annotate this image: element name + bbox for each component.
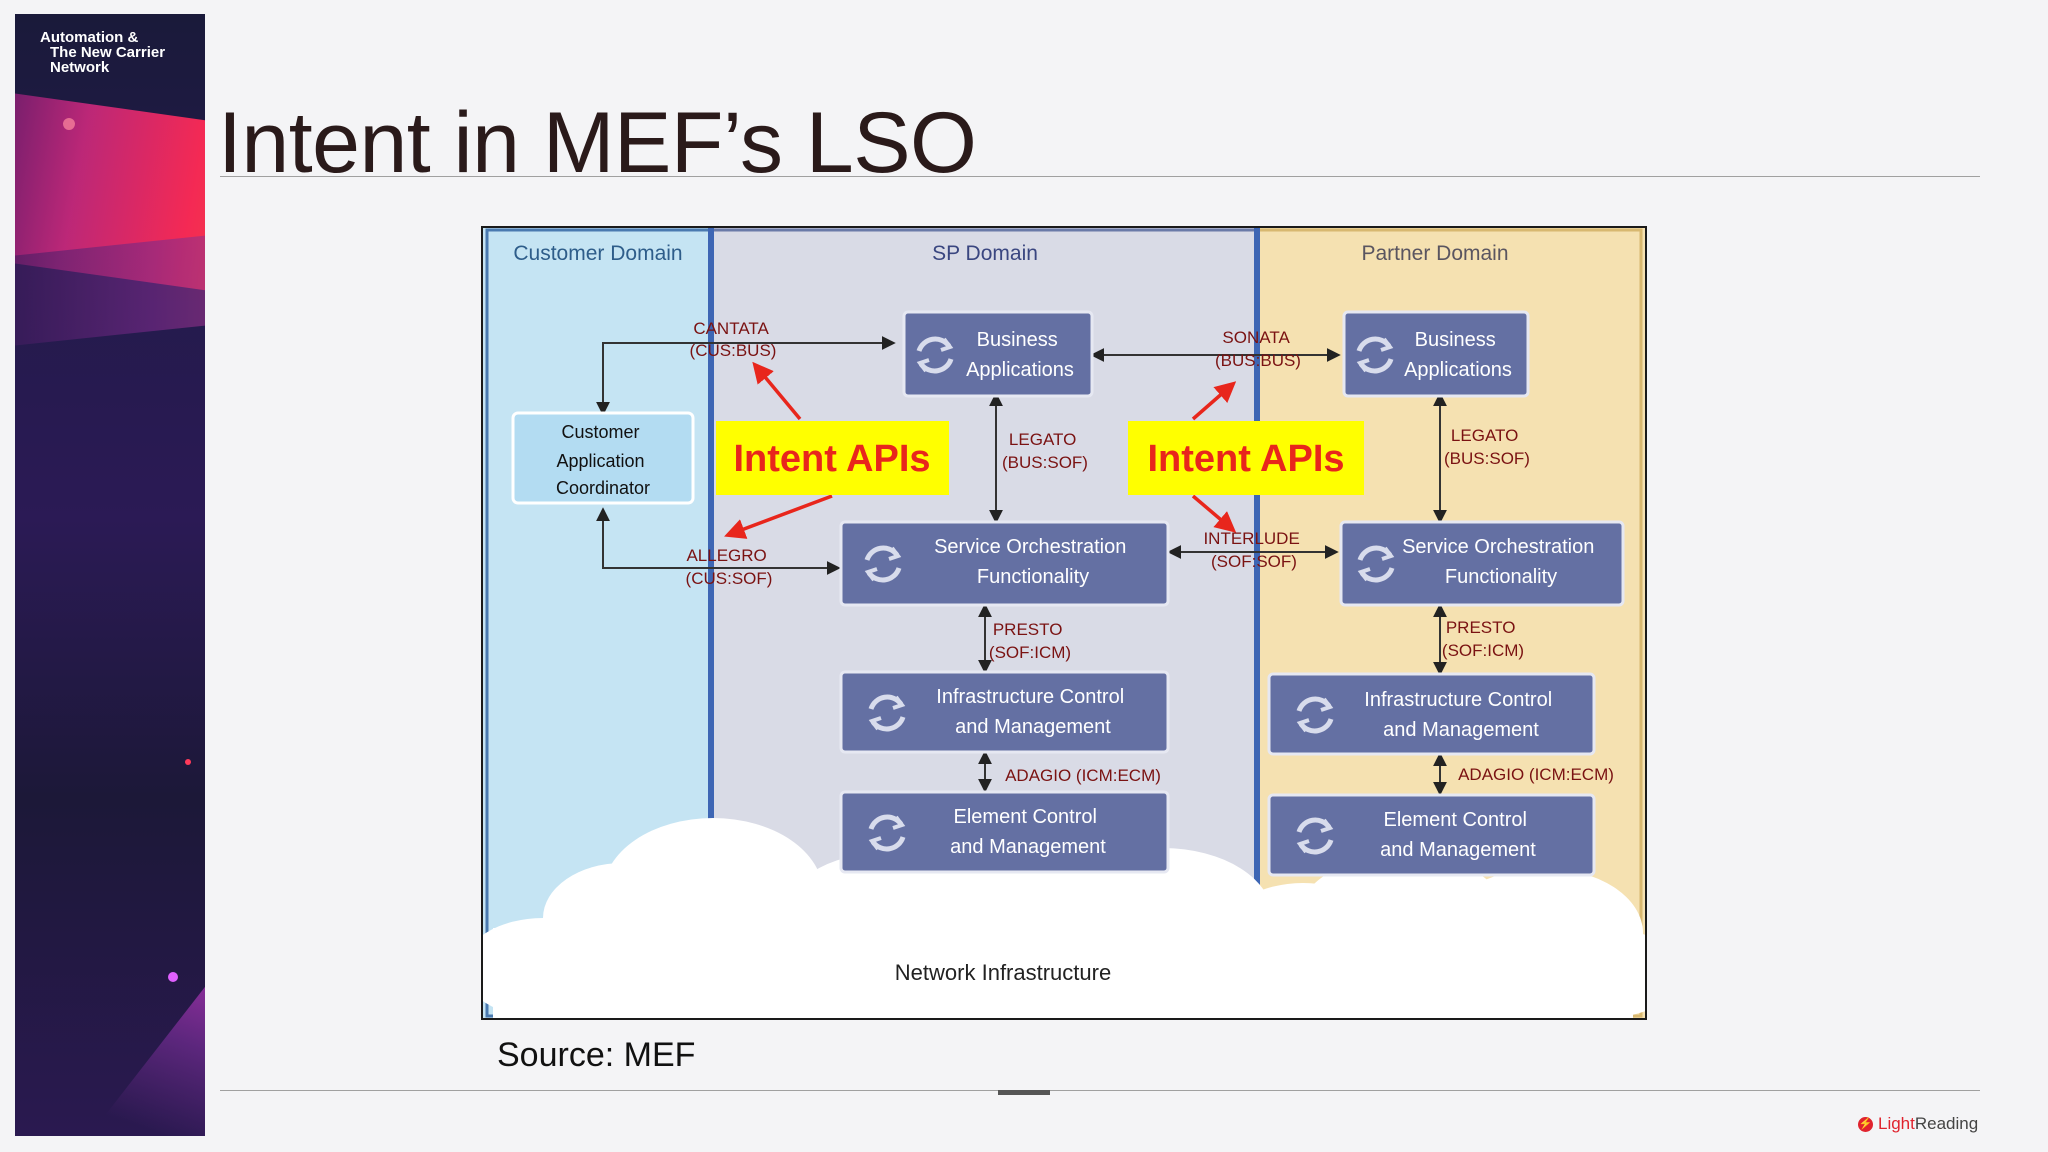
sidebar-light-beam <box>75 974 205 1136</box>
lightreading-logo: ⚡ LightReading <box>1858 1114 1978 1134</box>
customer-sp-boundary <box>708 228 714 928</box>
sonata-label: SONATA (BUS:BUS) <box>1215 328 1301 370</box>
interlude-label: INTERLUDE (SOF:SOF) <box>1203 529 1304 571</box>
partner-domain-title: Partner Domain <box>1361 242 1508 265</box>
sp-partner-boundary <box>1254 228 1260 908</box>
title-divider <box>220 176 1980 177</box>
intent-apis-partner: Intent APIs <box>1128 421 1364 495</box>
event-title-line: Network <box>50 59 110 76</box>
logo-text: LightReading <box>1878 1114 1978 1134</box>
customer-domain-title: Customer Domain <box>513 242 682 265</box>
page-title: Intent in MEF’s LSO <box>218 95 977 191</box>
refresh-icon <box>868 694 906 732</box>
svg-text:Intent APIs: Intent APIs <box>1147 438 1344 480</box>
source-caption: Source: MEF <box>497 1036 696 1074</box>
event-title-line: The New Carrier <box>50 44 166 61</box>
lightning-bolt-icon: ⚡ <box>1858 1116 1873 1132</box>
svg-text:Service Orchestration: Service Orchestration Functionality <box>934 536 1132 588</box>
presto-partner-label: PRESTO (SOF:ICM) <box>1442 618 1524 660</box>
customer-app-coordinator-box <box>511 411 695 505</box>
lso-diagram-svg: Customer Domain SP Domain Partner Domain… <box>483 228 1645 1018</box>
refresh-icon <box>1357 545 1395 583</box>
partner-element-control-box: Element Control and Management <box>1267 793 1596 877</box>
partner-business-apps-box: Business Applications <box>1342 310 1530 398</box>
sp-service-orchestration-box: Service Orchestration Functionality <box>839 520 1170 607</box>
refresh-icon <box>1296 696 1334 734</box>
event-title: Automation & The New Carrier Network <box>40 30 200 75</box>
refresh-icon <box>916 336 954 374</box>
network-infrastructure-label: Network Infrastructure <box>895 960 1111 985</box>
sidebar-light-dot <box>168 972 178 982</box>
refresh-icon <box>864 545 902 583</box>
svg-text:Business Applications: Business Applications <box>1404 329 1512 381</box>
svg-text:Infrastructure Control: Infrastructure Control and Management <box>936 686 1129 738</box>
lso-diagram: Customer Domain SP Domain Partner Domain… <box>481 226 1647 1020</box>
logo-text-reading: Reading <box>1914 1114 1979 1133</box>
svg-text:Element Control and Ma: Element Control and Management <box>1380 809 1536 861</box>
refresh-icon <box>868 814 906 852</box>
svg-text:Intent APIs: Intent APIs <box>733 438 930 480</box>
sidebar-banner: Automation & The New Carrier Network <box>15 14 205 1136</box>
connector-lines <box>596 336 1447 796</box>
network-cloud <box>483 818 1645 1018</box>
footer-divider <box>220 1090 1980 1091</box>
sidebar-light-dot <box>63 118 75 130</box>
logo-text-light: Light <box>1878 1114 1915 1133</box>
slide-indicator <box>998 1090 1050 1095</box>
sp-infrastructure-control-box: Infrastructure Control and Management <box>839 670 1170 754</box>
customer-app-coordinator-label: Customer Application Coordinator <box>556 422 650 498</box>
partner-infrastructure-control-box: Infrastructure Control and Management <box>1267 672 1596 756</box>
intent-apis-sp: Intent APIs <box>716 421 949 495</box>
legato-partner-label: LEGATO (BUS:SOF) <box>1444 426 1530 468</box>
svg-text:Element Control and Ma: Element Control and Management <box>950 806 1106 858</box>
legato-sp-label: LEGATO (BUS:SOF) <box>1002 430 1088 472</box>
partner-service-orchestration-box: Service Orchestration Functionality <box>1339 520 1625 607</box>
adagio-partner-label: ADAGIO (ICM:ECM) <box>1458 765 1614 784</box>
presto-sp-label: PRESTO (SOF:ICM) <box>989 620 1071 662</box>
sp-element-control-box: Element Control and Management <box>839 790 1170 874</box>
sp-business-apps-box: Business Applications <box>902 310 1094 398</box>
sidebar-light-dot <box>185 759 191 765</box>
svg-text:Service Orchestration: Service Orchestration Functionality <box>1402 536 1600 588</box>
svg-text:Business Applications: Business Applications <box>966 329 1074 381</box>
adagio-sp-label: ADAGIO (ICM:ECM) <box>1005 766 1161 785</box>
allegro-label: ALLEGRO (CUS:SOF) <box>686 546 773 588</box>
cantata-label: CANTATA (CUS:BUS) <box>690 319 777 360</box>
refresh-icon <box>1356 336 1394 374</box>
event-title-line: Automation & <box>40 29 139 46</box>
svg-text:Infrastructure Control: Infrastructure Control and Management <box>1364 689 1557 741</box>
refresh-icon <box>1296 817 1334 855</box>
sp-domain-title: SP Domain <box>932 242 1038 265</box>
